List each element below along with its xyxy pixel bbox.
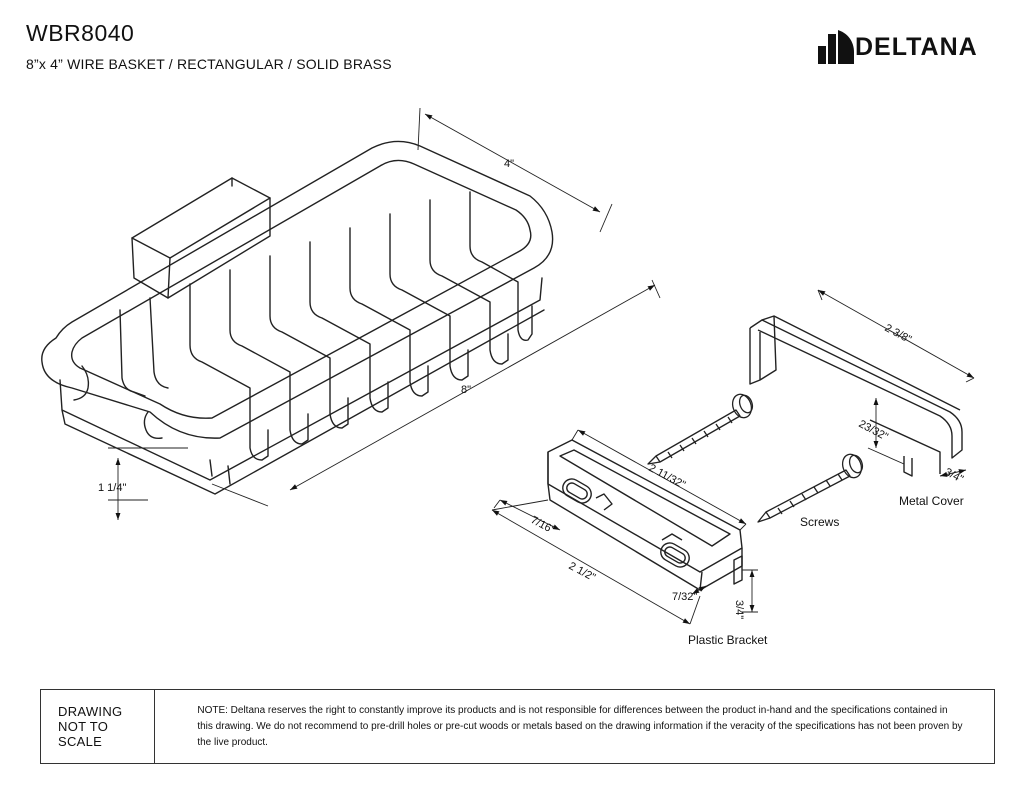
scale-note: DRAWING NOT TO SCALE bbox=[41, 690, 156, 763]
footer-notes: DRAWING NOT TO SCALE NOTE: Deltana reser… bbox=[40, 689, 995, 764]
dim-cover-length: 2 3/8" bbox=[883, 322, 914, 346]
model-number: WBR8040 bbox=[26, 20, 135, 46]
dim-basket-length: 8" bbox=[461, 384, 471, 396]
dim-bracket-depth: 7/32" bbox=[672, 591, 697, 603]
deltana-mark-icon bbox=[818, 30, 854, 64]
technical-drawing: 4" 8" 1 1/4" 2 3/8" 23/32" 3/4" Metal Co… bbox=[41, 107, 975, 647]
wire-basket bbox=[41, 140, 554, 495]
label-plastic-bracket: Plastic Bracket bbox=[688, 633, 768, 647]
bracket-dimension-lines bbox=[491, 429, 758, 625]
basket-dimension-lines bbox=[108, 107, 661, 520]
cover-dimension-lines bbox=[817, 289, 975, 477]
screws bbox=[647, 393, 864, 523]
brand-name: DELTANA bbox=[855, 33, 978, 61]
dim-bracket-length: 2 11/32" bbox=[647, 462, 688, 491]
product-description: 8”x 4” WIRE BASKET / RECTANGULAR / SOLID… bbox=[26, 56, 392, 72]
dim-bracket-height: 3/4" bbox=[733, 600, 745, 619]
dim-basket-height: 1 1/4" bbox=[98, 482, 126, 494]
label-metal-cover: Metal Cover bbox=[899, 494, 964, 508]
brand-logo: DELTANA bbox=[818, 30, 1002, 64]
metal-cover bbox=[749, 315, 963, 477]
disclaimer-note: NOTE: Deltana reserves the right to cons… bbox=[197, 705, 963, 748]
dim-bracket-overall: 2 1/2" bbox=[567, 560, 598, 584]
dim-cover-depth: 3/4" bbox=[943, 466, 966, 486]
label-screws: Screws bbox=[800, 515, 839, 529]
dim-basket-width: 4" bbox=[504, 158, 514, 170]
